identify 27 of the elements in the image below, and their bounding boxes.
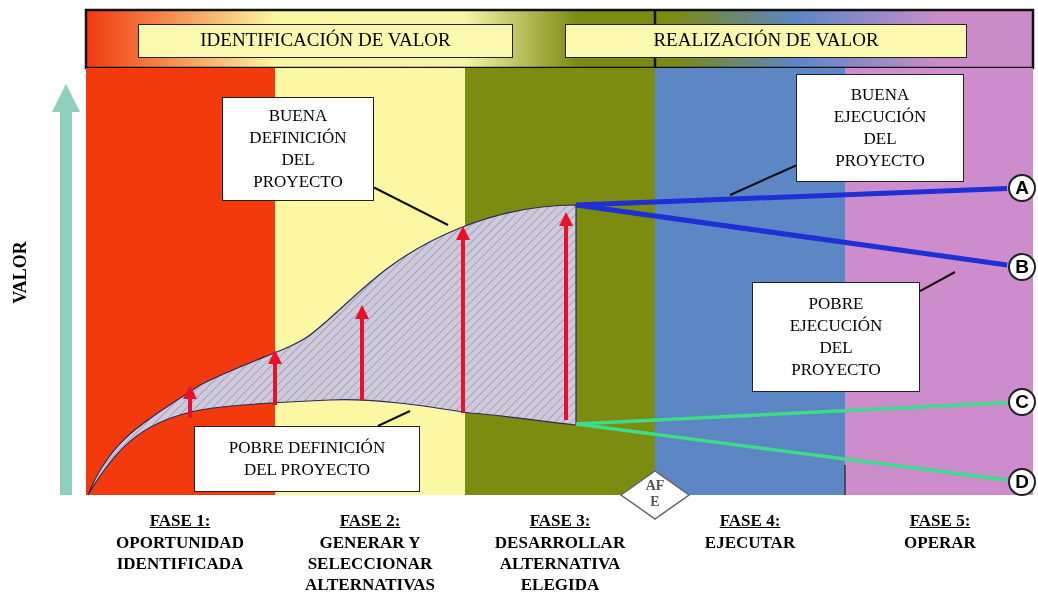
scenario-line: [575, 422, 1008, 482]
callout-box: BUENA DEFINICIÓN DEL PROYECTO: [222, 97, 374, 201]
phase-title: FASE 3:: [528, 510, 592, 531]
scenario-line: [575, 401, 1008, 426]
callout-box: POBRE EJECUCIÓN DEL PROYECTO: [752, 282, 920, 392]
leader-line: [376, 410, 411, 427]
phase-title: FASE 4:: [718, 510, 782, 531]
phase-description: EJECUTAR: [703, 532, 797, 553]
callout-box: BUENA EJECUCIÓN DEL PROYECTO: [796, 74, 964, 182]
phase-title: FASE 5:: [908, 510, 972, 531]
callout-box: POBRE DEFINICIÓN DEL PROYECTO: [194, 426, 420, 492]
header-label: REALIZACIÓN DE VALOR: [565, 24, 967, 58]
phase-description: DESARROLLAR ALTERNATIVA ELEGIDA: [493, 532, 627, 595]
scenario-line: [575, 202, 1008, 268]
leader-line: [373, 186, 449, 226]
phase-title: FASE 2:: [338, 510, 402, 531]
leader-line: [919, 271, 956, 293]
axis-label: VALOR: [9, 240, 31, 306]
value-band: [87, 204, 577, 496]
milestone-diamond: AF E: [620, 470, 690, 520]
phase-description: GENERAR Y SELECCIONAR ALTERNATIVAS: [303, 532, 437, 595]
phase-description: OPERAR: [903, 532, 977, 553]
header-label: IDENTIFICACIÓN DE VALOR: [138, 24, 513, 58]
scenario-line: [575, 186, 1008, 208]
phase-description: OPORTUNIDAD IDENTIFICADA: [115, 532, 245, 574]
leader-line: [729, 164, 797, 196]
phase-title: FASE 1:: [148, 510, 212, 531]
